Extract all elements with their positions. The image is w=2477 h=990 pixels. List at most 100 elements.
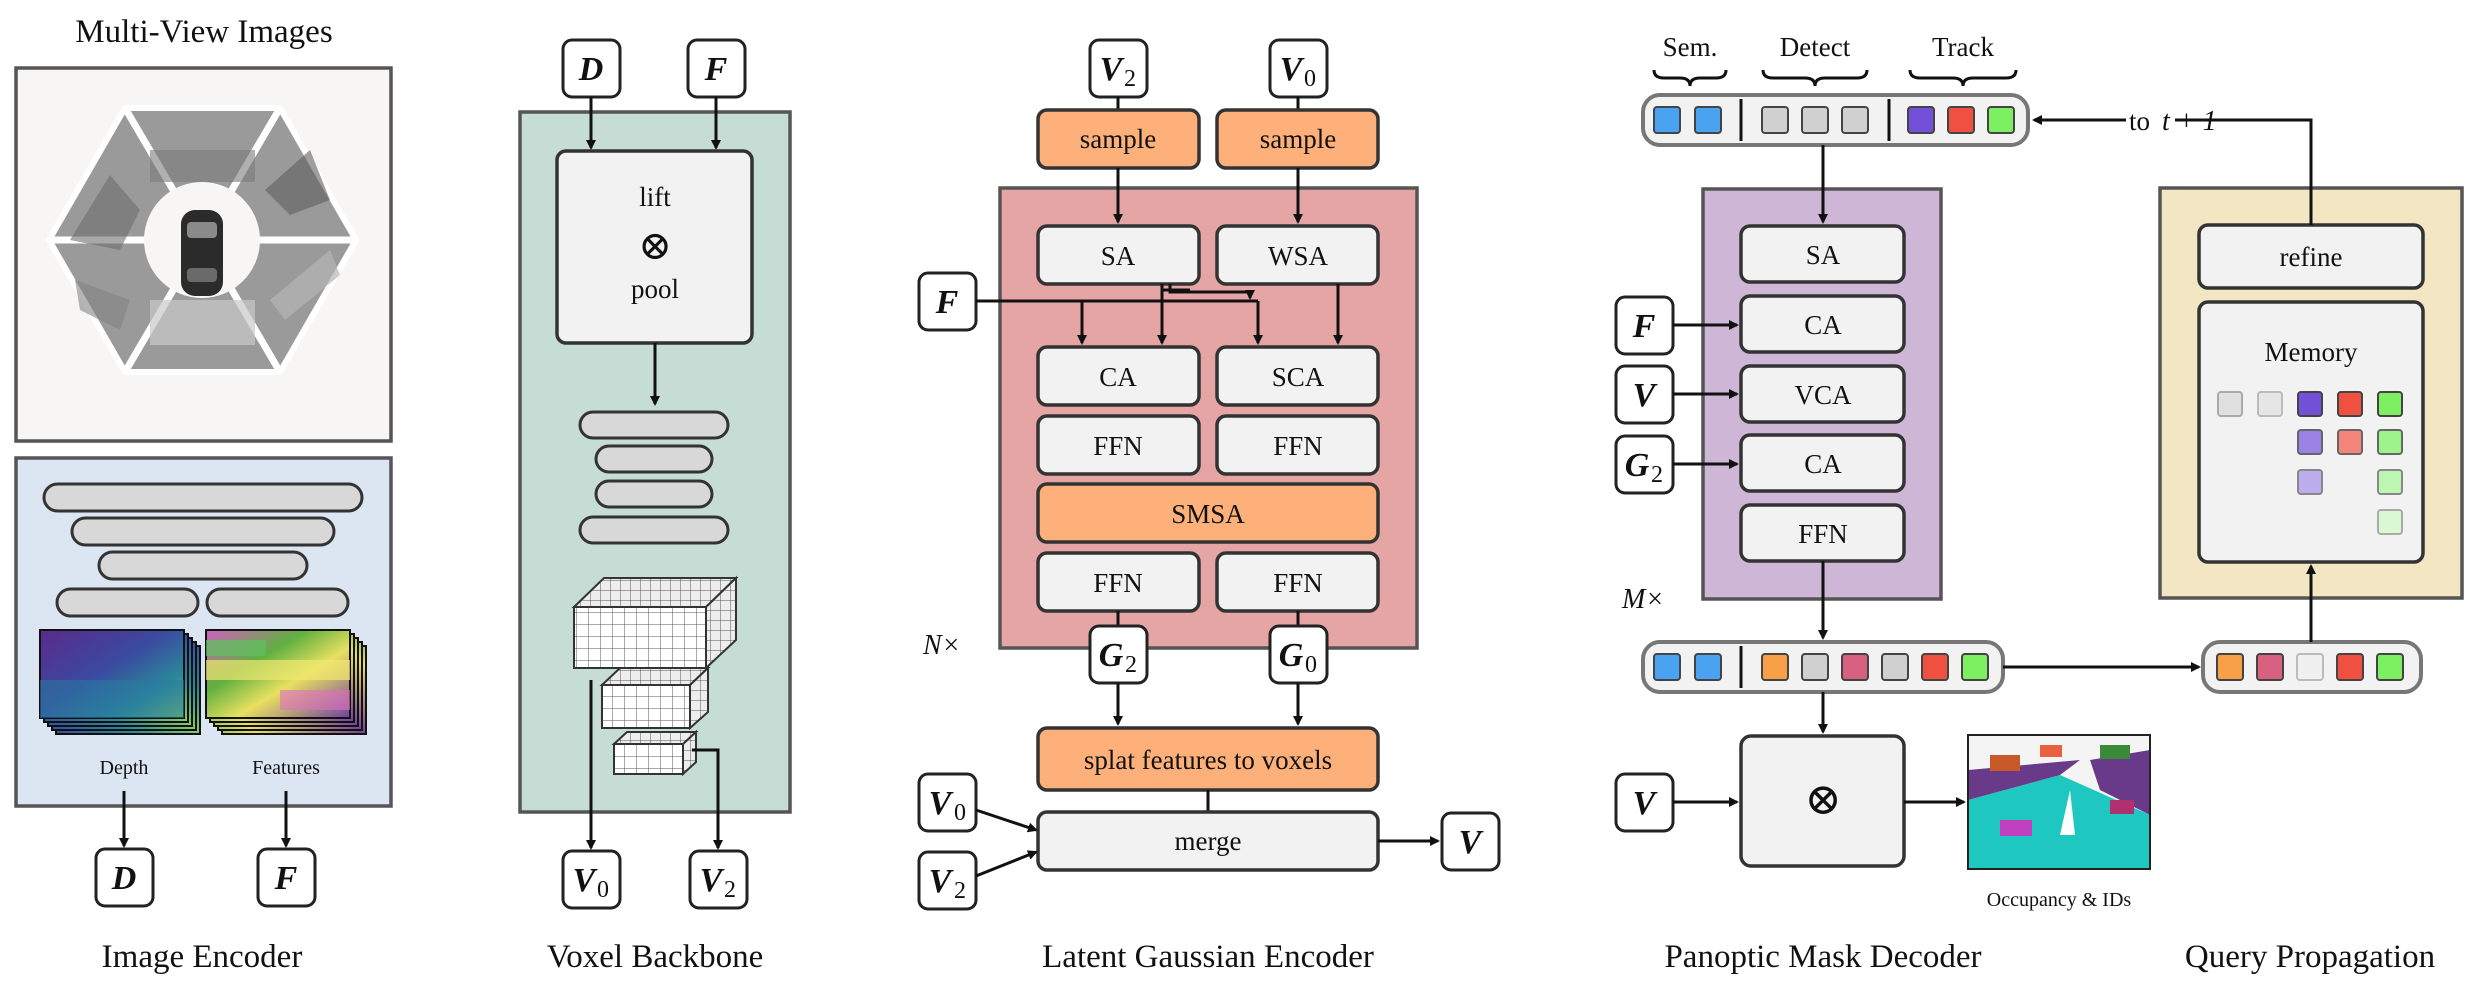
voxel-backbone-layers	[578, 410, 730, 545]
ffn-label-left-2: FFN	[1093, 568, 1143, 598]
encoder-backbone-layers	[42, 482, 364, 618]
occupancy-output-image	[1967, 734, 2151, 870]
ca-box-decoder-2	[1739, 433, 1906, 493]
ffn-label-right-2: FFN	[1273, 568, 1323, 598]
occupancy-ids-label: Occupancy & IDs	[1987, 889, 2132, 911]
refine-label: refine	[2280, 242, 2343, 272]
feedback-line	[2175, 118, 2313, 225]
output-f-symbol: F	[274, 860, 298, 897]
output-d-symbol: D	[111, 860, 137, 897]
ffn-label-left-1: FFN	[1093, 431, 1143, 461]
group-label-detect: Detect	[1780, 32, 1851, 62]
merge-label: merge	[1175, 826, 1242, 856]
voxel-grid-medium	[599, 665, 711, 731]
vca-box	[1739, 364, 1906, 424]
m-repeat-label: M×	[1621, 584, 1664, 615]
caption-panoptic-mask-decoder: Panoptic Mask Decoder	[1664, 939, 1981, 975]
brace-detect	[1761, 69, 1869, 87]
wsa-label: WSA	[1268, 241, 1329, 271]
memory-label: Memory	[2265, 337, 2358, 367]
smsa-label: SMSA	[1171, 499, 1245, 529]
splat-label: splat features to voxels	[1084, 745, 1332, 775]
pool-label: pool	[631, 274, 679, 304]
vca-label: VCA	[1794, 380, 1852, 410]
input-v-symbol-mask: V	[1633, 785, 1658, 822]
sample-label-left: sample	[1080, 124, 1156, 154]
ca-label-gauss: CA	[1099, 362, 1137, 392]
features-label: Features	[252, 757, 320, 779]
ffn-box-right-1	[1215, 414, 1380, 476]
camera-hexagon	[45, 105, 360, 375]
voxel-grid-small	[611, 729, 699, 777]
panoptic-mask-decoder-section: Sem. Detect Track to t + 1 SA CA VCA CA …	[1614, 32, 2217, 975]
voxel-grid-large	[571, 575, 739, 671]
output-v0-symbol: V	[573, 862, 598, 899]
otimes-symbol: ⊗	[638, 223, 672, 268]
input-f-symbol: F	[704, 51, 728, 88]
output-v2-box	[688, 849, 749, 910]
output-v0-subscript: 0	[597, 877, 609, 903]
ca-box-gauss	[1036, 345, 1201, 407]
input-v-symbol-decoder: V	[1633, 377, 1658, 414]
input-g2-subscript-decoder: 2	[1651, 462, 1663, 488]
output-d-box	[94, 847, 155, 908]
input-v0-symbol: V	[1280, 51, 1305, 88]
input-v2-subscript: 2	[1124, 66, 1136, 92]
memory-slots	[2217, 391, 2403, 535]
input-g2-symbol-decoder: G	[1625, 447, 1650, 484]
output-v2-subscript: 2	[724, 877, 736, 903]
depth-maps	[39, 629, 201, 735]
ffn-label-decoder: FFN	[1798, 519, 1848, 549]
brace-track	[1908, 69, 2018, 87]
sa-box	[1036, 224, 1201, 286]
wsa-box	[1215, 224, 1380, 286]
depth-label: Depth	[100, 757, 149, 779]
v0-input-subscript: 0	[954, 800, 966, 826]
v0-input-symbol: V	[929, 785, 954, 822]
v-output-symbol: V	[1459, 824, 1484, 861]
sca-box	[1215, 345, 1380, 407]
output-v0-box	[561, 849, 622, 910]
g2-subscript: 2	[1125, 652, 1137, 678]
input-f-symbol-gauss: F	[935, 284, 959, 321]
output-v2-symbol: V	[700, 862, 725, 899]
latent-gaussian-encoder-section: V 2 V 0 sample sample SA WSA F CA SCA F	[917, 38, 1501, 975]
n-repeat-label: N×	[922, 630, 961, 661]
ffn-label-right-1: FFN	[1273, 431, 1323, 461]
sa-box-decoder	[1739, 224, 1906, 284]
v-output-box	[1440, 811, 1501, 872]
v0-input-box	[917, 772, 978, 833]
brace-sem	[1652, 69, 1728, 87]
sca-label: SCA	[1272, 362, 1325, 392]
smsa-box	[1036, 482, 1380, 544]
caption-latent-gaussian-encoder: Latent Gaussian Encoder	[1042, 939, 1374, 975]
voxel-backbone-section: D F lift ⊗ pool	[518, 38, 792, 975]
sa-label: SA	[1101, 241, 1136, 271]
g0-subscript: 0	[1305, 652, 1317, 678]
input-f-symbol-decoder: F	[1632, 308, 1656, 345]
v2-input-box	[917, 850, 978, 911]
ffn-box-left-1	[1036, 414, 1201, 476]
caption-image-encoder: Image Encoder	[102, 939, 303, 975]
group-label-track: Track	[1932, 32, 1995, 62]
output-f-box	[256, 847, 317, 908]
input-d-symbol: D	[578, 51, 604, 88]
v2-input-symbol: V	[929, 863, 954, 900]
lift-label: lift	[639, 182, 671, 212]
group-label-sem: Sem.	[1663, 32, 1718, 62]
image-encoder-section: Multi-View Images	[14, 14, 393, 975]
caption-query-propagation: Query Propagation	[2185, 939, 2435, 975]
query-propagation-section: refine Memory Query Propagation	[2003, 118, 2464, 975]
ca-box-decoder-1	[1739, 294, 1906, 354]
ca-label-decoder-2: CA	[1804, 449, 1842, 479]
g0-symbol: G	[1279, 637, 1304, 674]
multi-view-title: Multi-View Images	[75, 14, 332, 50]
ca-label-decoder-1: CA	[1804, 310, 1842, 340]
input-v0-subscript: 0	[1304, 66, 1316, 92]
g2-symbol: G	[1099, 637, 1124, 674]
caption-voxel-backbone: Voxel Backbone	[547, 939, 764, 975]
feature-maps	[205, 629, 367, 735]
sa-label-decoder: SA	[1806, 240, 1841, 270]
mask-otimes-symbol: ⊗	[1805, 775, 1842, 824]
